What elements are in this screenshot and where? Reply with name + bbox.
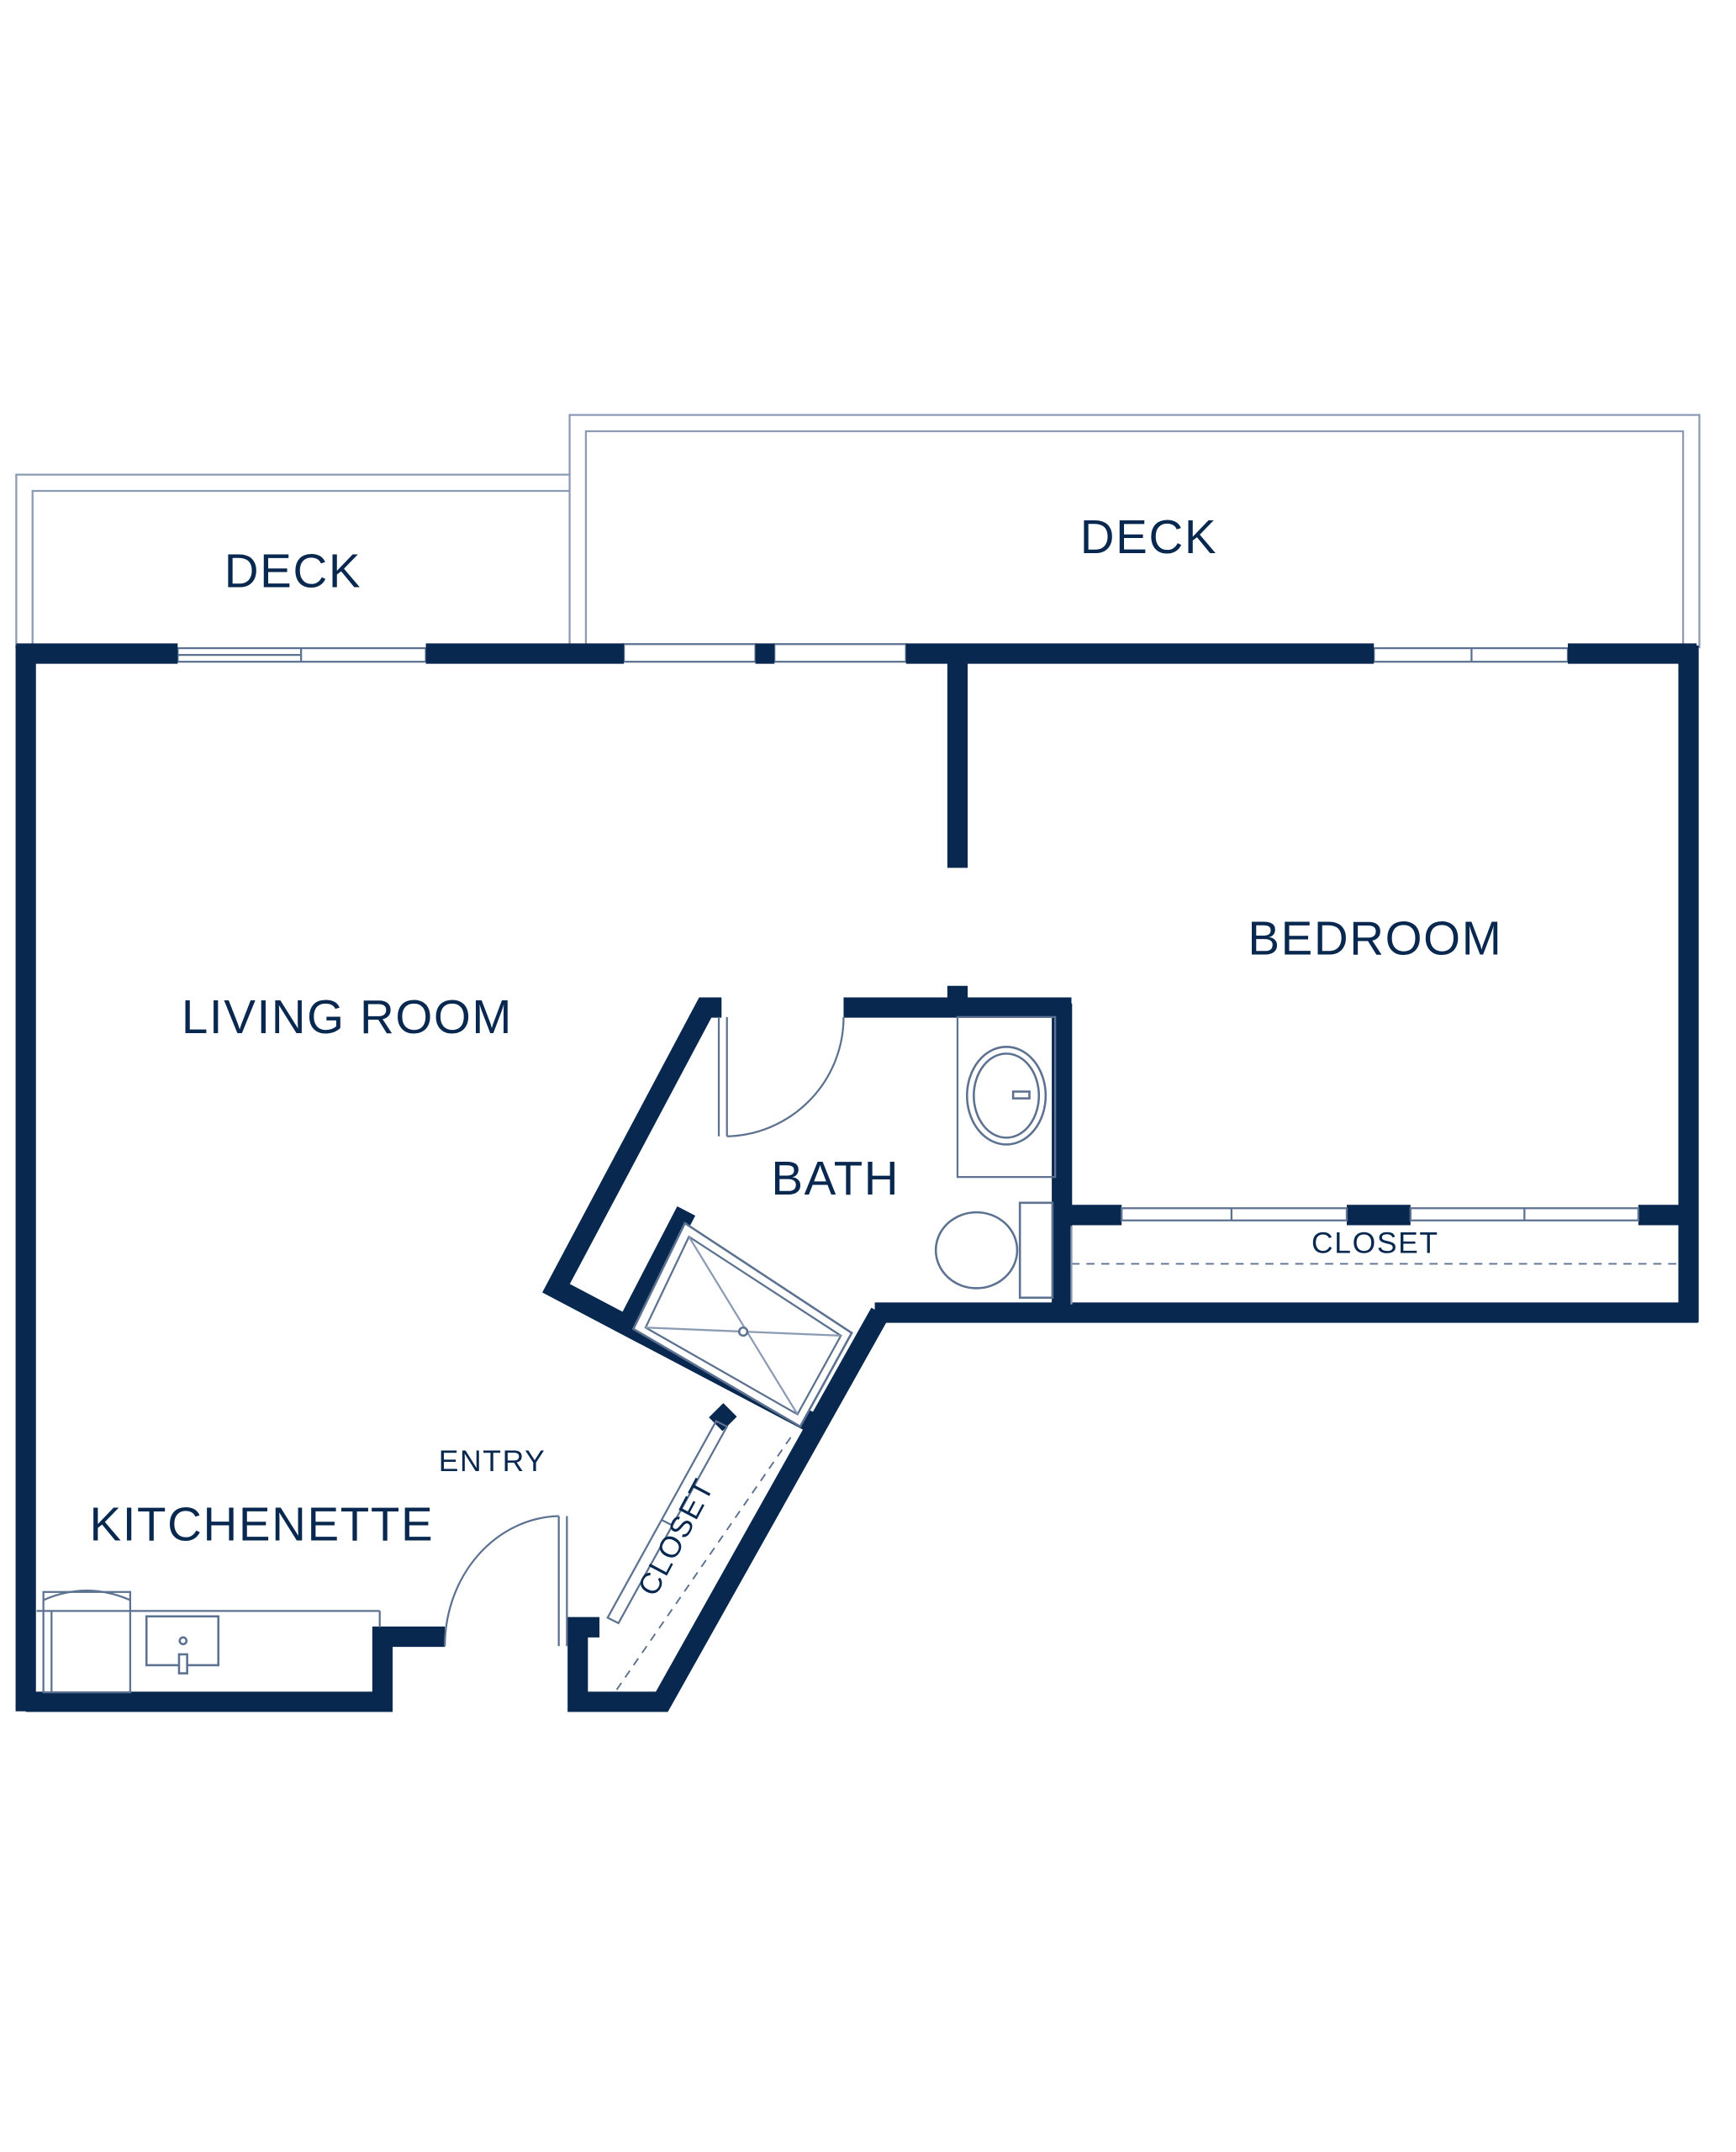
entry-closet-doors	[606, 1420, 792, 1696]
bedroom-closet-label: CLOSET	[1311, 1226, 1439, 1260]
entry-door	[444, 1515, 568, 1647]
shower	[631, 1221, 853, 1428]
kitchen-counter	[36, 1590, 381, 1694]
bath-door	[717, 1016, 845, 1137]
entry-label: ENTRY	[439, 1444, 546, 1478]
bedroom-closet-doors	[1070, 1207, 1682, 1305]
walls	[15, 643, 1699, 1712]
deck-left-label: DECK	[224, 544, 361, 597]
kitchenette-label: KITCHENETTE	[89, 1497, 434, 1550]
bath-label: BATH	[771, 1152, 900, 1205]
living-room-label: LIVING ROOM	[182, 990, 513, 1043]
deck-right-label: DECK	[1080, 510, 1217, 563]
toilet	[934, 1201, 1054, 1300]
sink-vanity	[956, 1015, 1057, 1179]
bedroom-label: BEDROOM	[1248, 912, 1502, 965]
deck-left-outline	[15, 473, 571, 649]
deck-right-outline	[568, 414, 1701, 649]
